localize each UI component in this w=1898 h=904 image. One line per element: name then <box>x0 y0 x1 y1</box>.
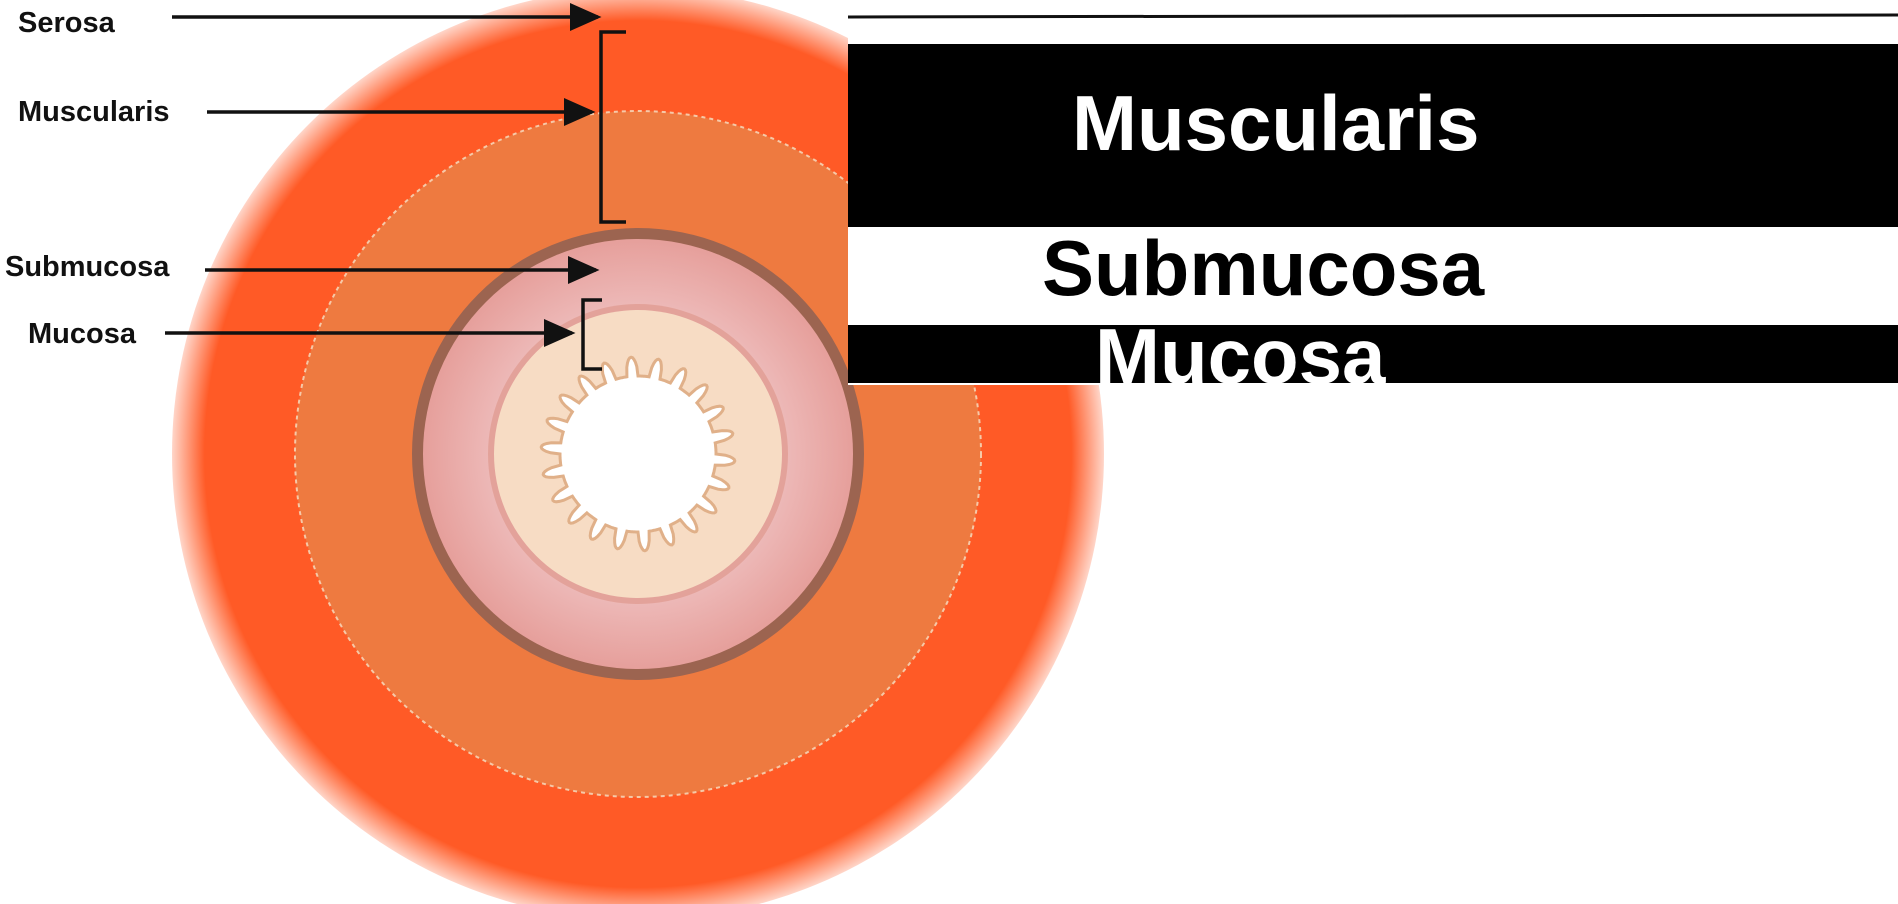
submucosa-label: Submucosa <box>5 251 170 283</box>
panel-muscularis-label: Muscularis <box>1072 79 1479 167</box>
serosa-label: Serosa <box>18 7 116 39</box>
panel-submucosa-label: Submucosa <box>1042 224 1485 312</box>
panel-mucosa-label: Mucosa <box>1095 312 1386 400</box>
mucosa-label: Mucosa <box>28 318 137 350</box>
muscularis-label: Muscularis <box>18 96 170 128</box>
panel-top-line <box>848 15 1898 17</box>
